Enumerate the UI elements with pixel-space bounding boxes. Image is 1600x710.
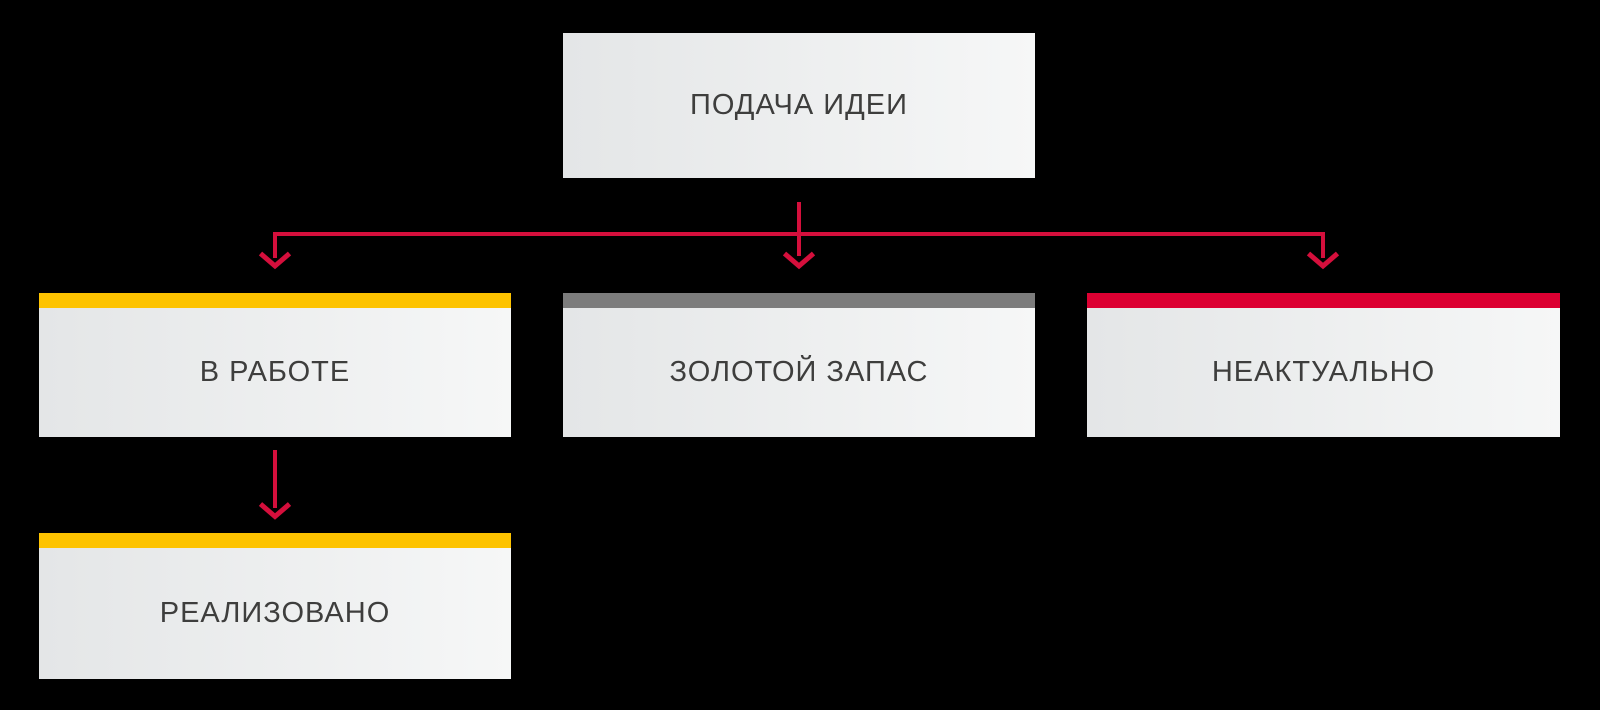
node-implemented-label: РЕАЛИЗОВАНО bbox=[39, 548, 511, 679]
arrowhead-to-implemented-icon bbox=[258, 502, 292, 520]
arrowhead-to-gold-reserve-icon bbox=[782, 251, 816, 270]
node-in-progress-accent-bar bbox=[39, 293, 511, 308]
arrowhead-to-in-progress-icon bbox=[258, 251, 292, 270]
node-irrelevant-label: НЕАКТУАЛЬНО bbox=[1087, 308, 1560, 437]
node-irrelevant: НЕАКТУАЛЬНО bbox=[1087, 293, 1560, 437]
node-implemented-accent-bar bbox=[39, 533, 511, 548]
node-in-progress: В РАБОТЕ bbox=[39, 293, 511, 437]
node-implemented: РЕАЛИЗОВАНО bbox=[39, 533, 511, 679]
arrow-branch-line bbox=[273, 232, 1325, 258]
node-gold-reserve: ЗОЛОТОЙ ЗАПАС bbox=[563, 293, 1035, 437]
node-idea: ПОДАЧА ИДЕИ bbox=[563, 33, 1035, 178]
node-irrelevant-accent-bar bbox=[1087, 293, 1560, 308]
node-idea-label: ПОДАЧА ИДЕИ bbox=[563, 33, 1035, 178]
arrowhead-to-irrelevant-icon bbox=[1306, 251, 1340, 270]
node-gold-reserve-label: ЗОЛОТОЙ ЗАПАС bbox=[563, 308, 1035, 437]
node-in-progress-label: В РАБОТЕ bbox=[39, 308, 511, 437]
node-gold-reserve-accent-bar bbox=[563, 293, 1035, 308]
